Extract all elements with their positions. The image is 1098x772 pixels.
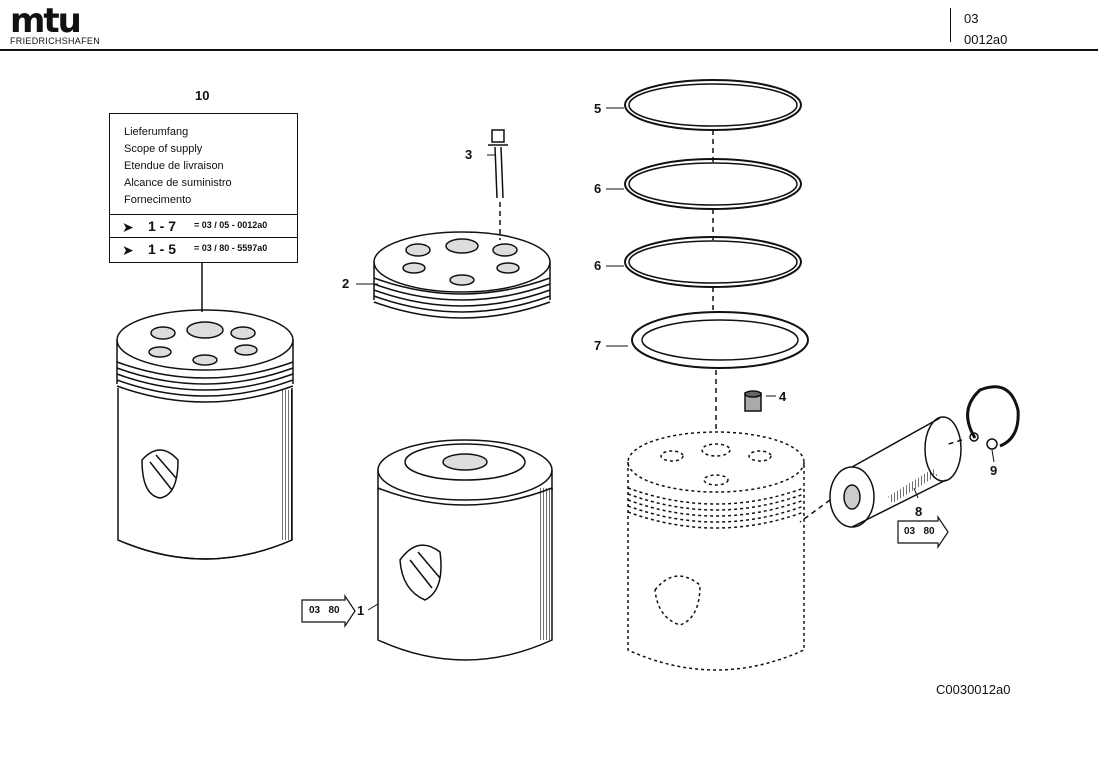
scope-range: 1 - 5 — [148, 241, 177, 257]
callout-6b: 6 — [594, 258, 602, 273]
scope-row-2: ➤ 1 - 5 = 03 / 80 - 5597a0 — [110, 237, 297, 260]
scope-range: 1 - 7 — [148, 218, 177, 234]
ref-tag-shapes — [301, 515, 949, 628]
arrow-icon: ➤ — [122, 219, 134, 235]
callout-1: 1 — [357, 603, 365, 618]
piston-rings — [624, 79, 809, 430]
phantom-piston — [627, 431, 805, 671]
piston-assembly-10 — [116, 309, 294, 560]
callout-2: 2 — [342, 276, 350, 291]
callout-10: 10 — [195, 88, 210, 103]
brand-mark: mtu — [10, 1, 82, 41]
scope-ref: = 03 / 05 - 0012a0 — [194, 220, 268, 230]
callout-3: 3 — [465, 147, 473, 162]
scope-lang-fr: Etendue de livraison — [124, 160, 224, 172]
piston-pin-8 — [799, 416, 962, 528]
callout-7: 7 — [594, 338, 602, 353]
scope-lang-de: Lieferumfang — [124, 126, 189, 138]
scope-ref: = 03 / 80 - 5597a0 — [194, 243, 268, 253]
drawing-id: C0030012a0 — [936, 682, 1011, 697]
header-divider — [950, 8, 951, 42]
ref-tag-1: 03 80 — [309, 605, 340, 616]
page-number: 0012a0 — [964, 32, 1008, 47]
header-rule — [0, 49, 1098, 51]
nut-4 — [744, 390, 762, 412]
scope-lang-es: Alcance de suministro — [124, 177, 232, 189]
ref-tag-2: 03 80 — [904, 526, 935, 537]
callout-4: 4 — [779, 389, 787, 404]
piston-crown-2 — [373, 231, 551, 319]
scope-of-supply-box: Lieferumfang Scope of supply Etendue de … — [109, 113, 298, 263]
callout-9: 9 — [990, 463, 998, 478]
callout-6a: 6 — [594, 181, 602, 196]
bolt-3 — [488, 129, 508, 240]
scope-lang-pt: Fornecimento — [124, 194, 192, 206]
arrow-icon: ➤ — [122, 242, 134, 258]
circlip-9 — [944, 385, 1020, 450]
scope-lang-en: Scope of supply — [124, 143, 203, 155]
callout-leaders — [356, 107, 995, 611]
callout-5: 5 — [594, 101, 602, 116]
mtu-logo: mtu FRIEDRICHSHAFEN — [10, 1, 101, 46]
scope-languages: Lieferumfang Scope of supply Etendue de … — [110, 114, 297, 209]
callout-8: 8 — [915, 504, 923, 519]
piston-1 — [377, 439, 553, 661]
group-number: 03 — [964, 11, 979, 26]
scope-row-1: ➤ 1 - 7 = 03 / 05 - 0012a0 — [110, 214, 297, 237]
brand-subtitle: FRIEDRICHSHAFEN — [10, 36, 101, 46]
